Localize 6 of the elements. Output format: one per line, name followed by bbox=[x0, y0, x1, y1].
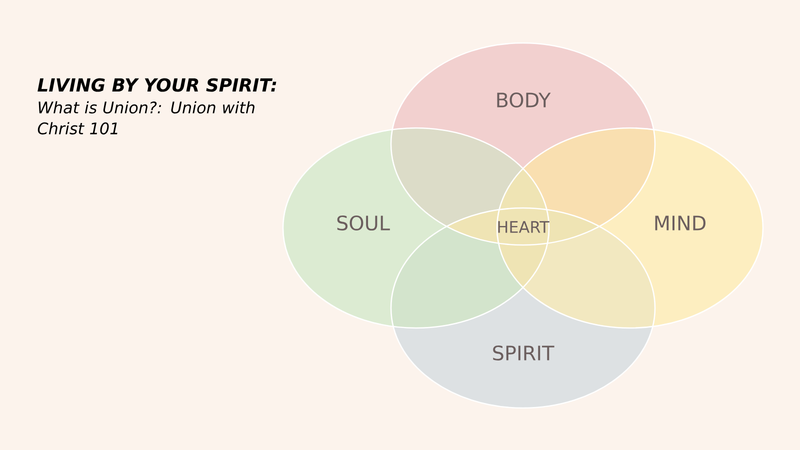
region-label: MIND bbox=[655, 216, 706, 230]
region-label: SPIRIT bbox=[493, 345, 554, 361]
region-label: SOUL bbox=[337, 215, 390, 231]
region-label: BODY bbox=[497, 92, 551, 108]
title: LIVING BY YOUR SPIRIT: bbox=[38, 78, 276, 92]
subtitle: What is Union?: Union with Christ 101 bbox=[38, 101, 254, 134]
